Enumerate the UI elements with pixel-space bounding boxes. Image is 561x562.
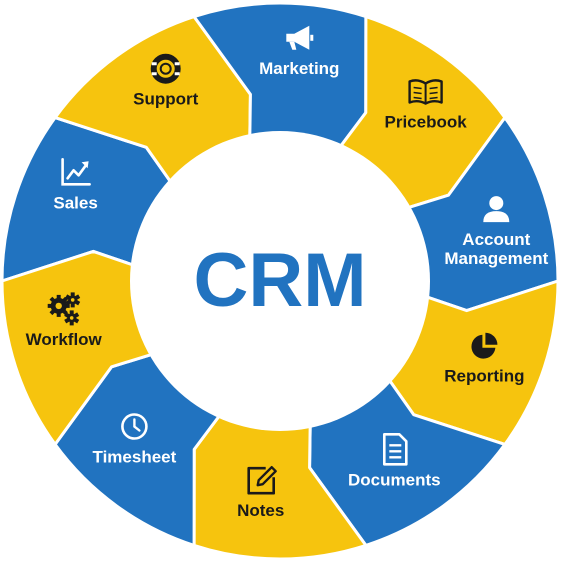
segment-label-line: Sales	[53, 193, 97, 212]
segment-label-line: Reporting	[444, 367, 524, 386]
segment-label: Support	[133, 90, 198, 109]
user-icon	[483, 196, 510, 223]
segment-label-line: Support	[133, 90, 198, 109]
segment-label-line: Pricebook	[384, 113, 467, 132]
open-book-icon	[408, 79, 443, 105]
segment-label: Pricebook	[384, 113, 467, 132]
chart-line-icon	[61, 158, 91, 186]
clock-icon	[121, 413, 148, 440]
segment-label-line: Timesheet	[93, 448, 177, 467]
segment-label-line: Notes	[237, 501, 284, 520]
segment-label-line: Documents	[348, 470, 441, 489]
segment-label-line: Workflow	[26, 330, 103, 349]
gears-icon	[47, 292, 81, 326]
segment-label: Reporting	[444, 367, 524, 386]
segment-label: Timesheet	[93, 448, 177, 467]
document-icon	[382, 432, 408, 466]
segment-label: Documents	[348, 470, 441, 489]
pie-chart-icon	[471, 332, 498, 359]
megaphone-icon	[286, 25, 314, 50]
segment-label-line: Management	[444, 249, 548, 268]
center-circle	[130, 131, 430, 431]
center-title: CRM	[193, 238, 366, 323]
edit-note-icon	[247, 466, 277, 495]
segment-label: Sales	[53, 193, 97, 212]
segment-label-line: Marketing	[259, 59, 339, 78]
segment-label: Notes	[237, 501, 284, 520]
segment-label: Marketing	[259, 59, 339, 78]
lifebuoy-icon	[150, 53, 181, 84]
segment-label-line: Account	[462, 230, 530, 249]
segment-label: Workflow	[26, 330, 103, 349]
